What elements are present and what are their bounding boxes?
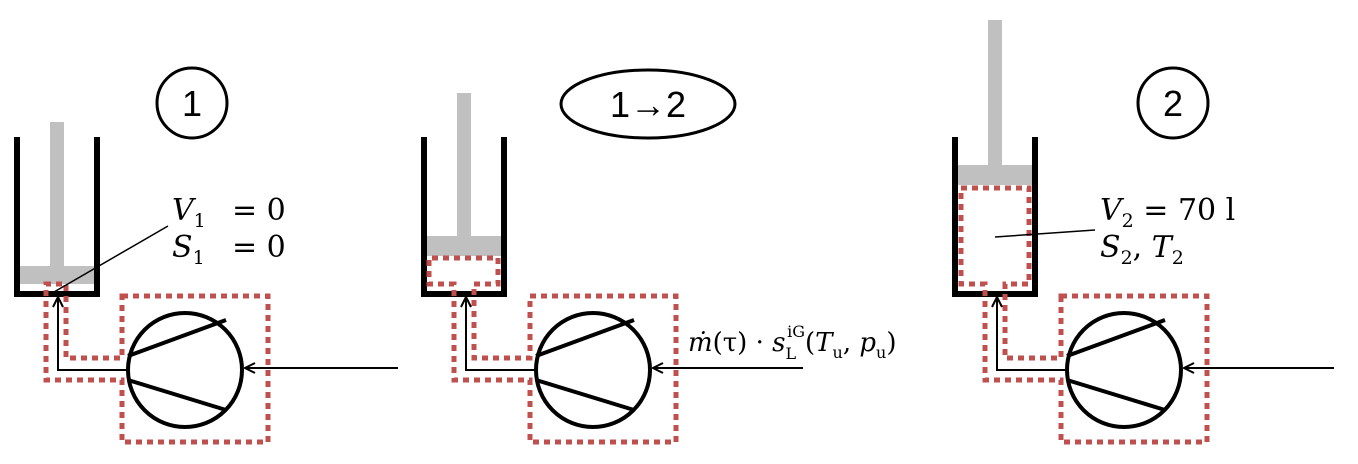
outlet-pipe-2 (997, 297, 1067, 371)
state-2-badge: 2 (1136, 66, 1210, 140)
state-1-label: 1 (182, 83, 202, 124)
cylinder-2 (952, 20, 1038, 297)
piston-head-2 (957, 165, 1033, 185)
piston-rod-1 (50, 122, 64, 266)
state-2-label: 2 (1163, 83, 1183, 124)
system-boundary-2 (958, 185, 1210, 445)
process-label: 1→2 (610, 84, 686, 125)
cylinder-1 (14, 122, 100, 297)
state-1-panel: 1 V1= 0 S1= 0 (14, 66, 398, 445)
process-badge: 1→2 (559, 68, 737, 140)
entropy-flow-expression: ṁ(τ) · sLiG(Tu, pu) (688, 322, 896, 363)
cylinder-wall-mid (421, 137, 507, 297)
leader-line-1 (53, 225, 169, 293)
outlet-pipe-mid (466, 297, 536, 371)
piston-rod-mid (457, 93, 471, 236)
outlet-pipe-1 (58, 297, 128, 371)
state-1-badge: 1 (155, 66, 229, 140)
compressor-2 (1065, 311, 1183, 429)
cylinder-mid (421, 93, 507, 297)
state-1-volume: V1= 0 (172, 193, 286, 232)
state-1-entropy: S1= 0 (172, 230, 286, 269)
cylinder-wall-1 (14, 137, 100, 297)
state-2-entropy-temperature: S2, T2 (1100, 230, 1184, 269)
piston-head-mid (426, 236, 502, 256)
leader-line-2 (994, 229, 1096, 238)
cylinder-wall-2 (952, 137, 1038, 297)
system-boundary-1 (43, 281, 271, 445)
piston-rod-2 (988, 20, 1002, 165)
process-1-2-panel: 1→2 ṁ(τ) · sLiG(Tu, pu) (421, 68, 896, 445)
state-2-panel: 2 V2 = 70 l S2, T2 (952, 20, 1334, 445)
compressor-mid (534, 311, 652, 429)
state-2-volume: V2 = 70 l (1100, 193, 1235, 232)
system-boundary-mid (426, 255, 679, 445)
compressor-1 (126, 311, 244, 429)
